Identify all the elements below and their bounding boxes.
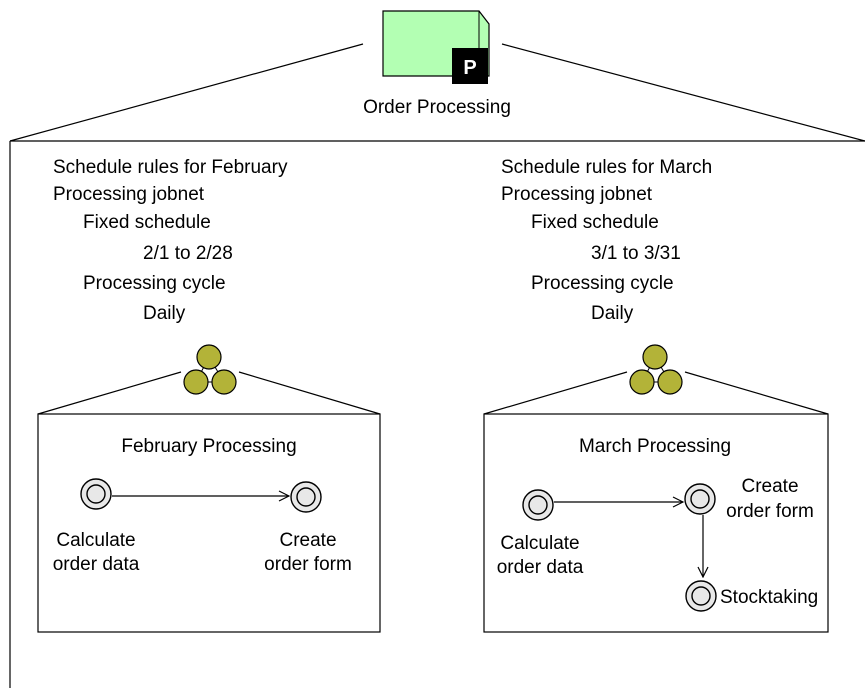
jobnet-title: March Processing [579, 436, 731, 457]
jobnet-frame-february [37, 371, 381, 633]
root-jobnet-label: Order Processing [363, 97, 511, 118]
cycle-label: Processing cycle [531, 273, 674, 294]
cycle-value: Daily [143, 303, 186, 324]
root-jobnet-icon[interactable]: P [382, 10, 490, 84]
jobnet-icon-february[interactable] [183, 344, 237, 395]
job-label: Calculate [56, 530, 135, 551]
job-label: Create [279, 530, 336, 551]
jobnet-icon-march[interactable] [629, 344, 683, 395]
job-label: order data [53, 554, 140, 575]
schedule-value: 2/1 to 2/28 [143, 243, 233, 264]
job-label: Calculate [500, 533, 579, 554]
cycle-value: Daily [591, 303, 634, 324]
cycle-label: Processing cycle [83, 273, 226, 294]
schedule-rule-march: Schedule rules for March Processing jobn… [501, 157, 712, 324]
job-label: order form [726, 501, 814, 522]
jobnet-frame-march [483, 371, 829, 633]
job-calculate-march[interactable] [522, 489, 554, 521]
job-create-february[interactable] [290, 481, 322, 513]
jobnet-title: February Processing [121, 436, 296, 457]
job-calculate-february[interactable] [80, 478, 112, 510]
planning-badge-icon [452, 48, 488, 84]
planning-badge-label: P [463, 57, 476, 79]
job-create-march[interactable] [684, 483, 716, 515]
schedule-label: Fixed schedule [83, 212, 211, 233]
job-label: Create [741, 476, 798, 497]
job-stocktaking-march[interactable] [685, 580, 717, 612]
job-label: order data [497, 557, 584, 578]
rule-title: Schedule rules for February [53, 157, 288, 178]
rule-target: Processing jobnet [501, 184, 653, 205]
job-label: Stocktaking [720, 587, 818, 608]
schedule-value: 3/1 to 3/31 [591, 243, 681, 264]
schedule-label: Fixed schedule [531, 212, 659, 233]
job-label: order form [264, 554, 352, 575]
schedule-rule-february: Schedule rules for February Processing j… [53, 157, 288, 324]
rule-target: Processing jobnet [53, 184, 205, 205]
root-expansion-frame [9, 43, 865, 688]
rule-title: Schedule rules for March [501, 157, 712, 178]
